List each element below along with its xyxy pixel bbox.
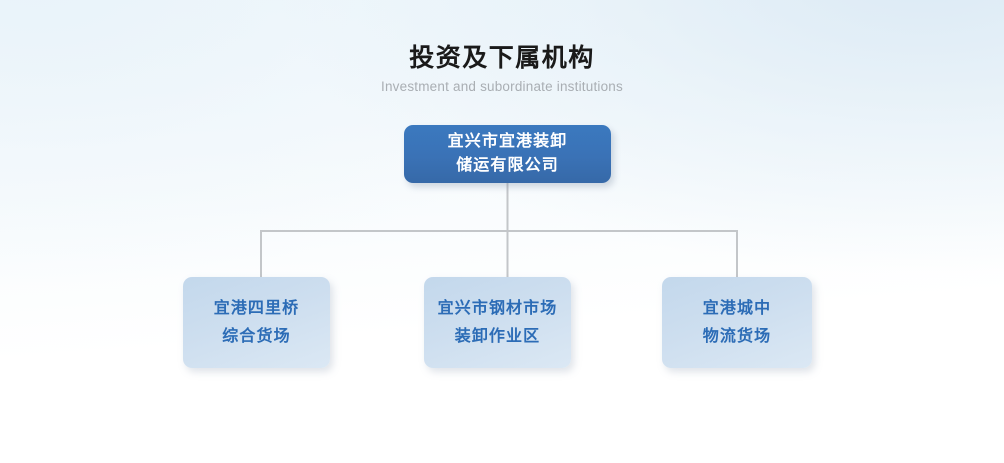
org-node-child-0-line-1: 宜港四里桥 — [213, 299, 300, 317]
org-node-child-2-line-1: 宜港城中 — [702, 299, 772, 317]
org-node-root[interactable]: 宜兴市宜港装卸 储运有限公司 — [404, 125, 611, 183]
page-heading: 投资及下属机构 Investment and subordinate insti… — [0, 44, 1004, 95]
org-node-child-2-line-2: 物流货场 — [702, 327, 772, 345]
org-node-child-1-line-1: 宜兴市钢材市场 — [437, 299, 558, 317]
org-node-child-0-line-2: 综合货场 — [222, 327, 291, 345]
org-node-child-1[interactable]: 宜兴市钢材市场 装卸作业区 — [424, 277, 571, 368]
page-title: 投资及下属机构 — [409, 44, 595, 72]
org-node-root-line-1: 宜兴市宜港装卸 — [447, 133, 568, 151]
page-subtitle: Investment and subordinate institutions — [381, 78, 623, 94]
org-node-child-0[interactable]: 宜港四里桥 综合货场 — [183, 277, 330, 368]
org-node-child-1-line-2: 装卸作业区 — [454, 327, 541, 345]
org-node-child-2[interactable]: 宜港城中 物流货场 — [662, 277, 812, 368]
org-node-root-line-2: 储运有限公司 — [456, 157, 559, 174]
